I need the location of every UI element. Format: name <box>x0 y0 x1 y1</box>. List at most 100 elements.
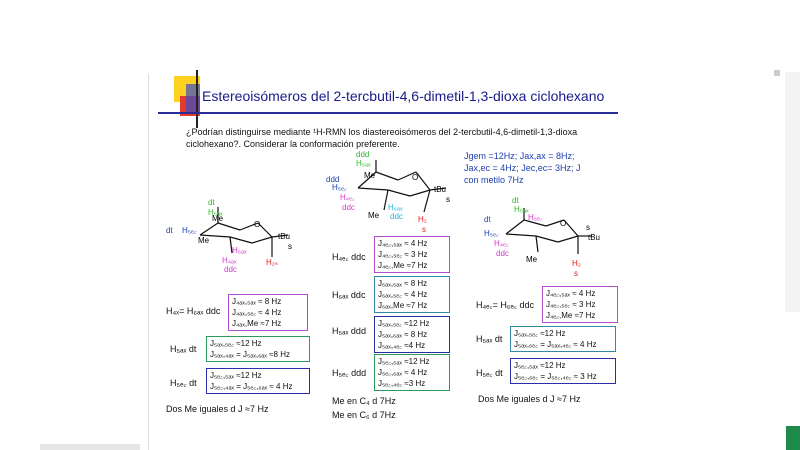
left-h5ax-label: H₅ₐₓ dt <box>170 344 197 354</box>
label-ddc-mid: ddc <box>342 203 355 212</box>
label-s-right-2: s <box>574 269 578 278</box>
scrollbar-track[interactable] <box>785 72 800 312</box>
molecule-left: dt H₅ₐₓ dt H₅ₑ꜀ Me Me O tBu s H₆ₐₓ H₄ₐₓ … <box>166 198 292 274</box>
mid-footer-2: Me en C₆ d 7Hz <box>332 410 396 420</box>
label-h5ec-right: H₅ₑ꜀ <box>484 229 499 238</box>
mid-box-h5ec-line1: J₅ₑ꜀,₅ₐₓ ≈12 Hz <box>378 357 430 366</box>
label-me-left-2: Me <box>198 236 210 245</box>
label-ddc-cyan-mid: ddc <box>390 212 403 221</box>
right-h5ec-label: H₅ₑ꜀ dt <box>476 368 503 378</box>
label-tbu-right: tBu <box>588 233 600 242</box>
label-h5ax-left: H₅ₐₓ <box>208 208 223 217</box>
label-h4ax-left: H₄ₐₓ <box>222 256 237 265</box>
mid-box-h6-line3: J₆ₐₓ,Me ≈7 Hz <box>378 301 428 310</box>
label-s-right-1: s <box>586 223 590 232</box>
label-ddc-left: ddc <box>224 265 237 274</box>
left-box-h4-line3: J₄ₐₓ,Me ≈7 Hz <box>232 319 282 328</box>
right-h4-label: H₄ₑ꜀= H₆ₑ꜀ ddc <box>476 300 534 310</box>
right-box-h5ax-line1: J₅ₐₓ,₅ₑ꜀ ≈12 Hz <box>514 329 566 338</box>
label-tbu-mid: tBu <box>434 185 446 194</box>
label-dt-right: dt <box>512 196 519 205</box>
right-box-h4-line3: J₄ₑ꜀,Me ≈7 Hz <box>546 311 596 320</box>
mid-h4-label: H₄ₑ꜀ ddc <box>332 252 366 262</box>
label-h5ax-mid: H₅ₐₓ <box>356 159 371 168</box>
label-s-mid-2: s <box>422 225 426 234</box>
bottom-tab[interactable] <box>40 444 140 450</box>
label-ddc-right: ddc <box>496 249 509 258</box>
mid-footer-1: Me en C₄ d 7Hz <box>332 396 396 406</box>
molecule-middle: ddd H₅ₐₓ ddd H₅ₑ꜀ Me H₄ₑ꜀ ddc Me H₆ₐₓ dd… <box>326 150 450 234</box>
label-dt-left: dt <box>208 198 215 207</box>
mid-box-h4: J₄ₑ꜀,₅ₐₓ ≈ 4 Hz J₄ₑ꜀,₅ₑ꜀ ≈ 3 Hz J₄ₑ꜀,Me … <box>374 236 450 273</box>
label-h5ax-right: H₅ₐₓ <box>514 205 529 214</box>
label-ddd-mid: ddd <box>326 175 339 184</box>
label-h4ec-mid: H₄ₑ꜀ <box>340 193 355 202</box>
mid-box-h5ax-line2: J₅ₐₓ,₆ₐₓ ≈ 8 Hz <box>378 330 428 339</box>
right-h5ax-label: H₅ₐₓ dt <box>476 334 503 344</box>
mid-box-h6-line1: J₆ₐₓ,₅ₐₓ ≈ 8 Hz <box>378 279 428 288</box>
label-h6ec-right: H₆ₑ꜀ <box>528 213 543 222</box>
title-underline <box>158 112 618 114</box>
mid-box-h5ec-line3: J₅ₑ꜀,₄ₑ꜀ ≈3 Hz <box>378 379 426 388</box>
right-box-h4: J₄ₑ꜀,₅ₐₓ ≈ 4 Hz J₄ₑ꜀,₅ₑ꜀ ≈ 3 Hz J₄ₑ꜀,Me … <box>542 286 618 323</box>
label-ddd-top-mid: ddd <box>356 150 369 159</box>
label-h5ec-left: H₅ₑ꜀ <box>182 226 197 235</box>
mid-box-h4-line2: J₄ₑ꜀,₅ₑ꜀ ≈ 3 Hz <box>378 250 428 259</box>
right-box-h4-line2: J₄ₑ꜀,₅ₑ꜀ ≈ 3 Hz <box>546 300 596 309</box>
mid-h6-label: H₆ₐₓ ddc <box>332 290 366 300</box>
mid-box-h5ax: J₅ₐₓ,₅ₑ꜀ ≈12 Hz J₅ₐₓ,₆ₐₓ ≈ 8 Hz J₅ₐₓ,₄ₑ꜀… <box>374 316 450 353</box>
label-tbu-left: tBu <box>278 232 290 241</box>
mid-box-h5ax-line3: J₅ₐₓ,₄ₑ꜀ ≈4 Hz <box>378 341 426 350</box>
molecule-right: dt H₅ₐₓ dt H₅ₑ꜀ H₆ₑ꜀ H₄ₑ꜀ ddc Me O s tBu… <box>484 196 600 278</box>
mid-box-h5ec-line2: J₅ₑ꜀,₆ₐₓ ≈ 4 Hz <box>378 368 428 377</box>
right-box-h5ec: J₅ₑ꜀,₅ₐₓ ≈12 Hz J₅ₑ꜀,₆ₑ꜀ = J₅ₑ꜀,₄ₑ꜀ ≈ 3 … <box>510 358 616 384</box>
side-green-tab[interactable] <box>786 426 800 450</box>
label-dt-blue-right: dt <box>484 215 491 224</box>
label-h2-right: H₂ <box>572 259 581 268</box>
slide-title: Estereoisómeros del 2-tercbutil-4,6-dime… <box>202 88 605 104</box>
left-box-h4-line2: J₄ₐₓ,₅ₑ꜀ ≈ 4 Hz <box>232 308 282 317</box>
mid-h5ec-label: H₅ₑ꜀ ddd <box>332 368 367 378</box>
question-text: ¿Podrían distinguirse mediante ¹H-RMN lo… <box>186 127 578 149</box>
left-h5ec-label: H₅ₑ꜀ dt <box>170 378 197 388</box>
label-s-left: s <box>288 242 292 251</box>
title-deco-line <box>196 70 198 128</box>
label-me-left-1: Me <box>212 214 224 223</box>
label-o-left: O <box>254 220 260 229</box>
label-me-mid-1: Me <box>364 171 376 180</box>
slide-corner-mark <box>774 70 780 76</box>
label-h2s-left: H₂ₛ <box>266 258 278 267</box>
coupling-constants-note: Jgem =12Hz; Jax,ax = 8Hz; Jax,ec = 4Hz; … <box>464 151 581 185</box>
mid-box-h4-line1: J₄ₑ꜀,₅ₐₓ ≈ 4 Hz <box>378 239 428 248</box>
right-box-h5ec-line2: J₅ₑ꜀,₆ₑ꜀ = J₅ₑ꜀,₄ₑ꜀ ≈ 3 Hz <box>514 372 597 381</box>
left-box-h4-line1: J₄ₐₓ,₅ₐₓ ≈ 8 Hz <box>232 297 282 306</box>
left-box-h5ec: J₅ₑ꜀,₅ₐₓ ≈12 Hz J₅ₑ꜀,₄ₐₓ = J₅ₑ꜀,₆ₐₓ ≈ 4 … <box>206 368 310 394</box>
label-h6ax-left: H₆ₐₓ <box>232 246 247 255</box>
left-box-h5ax-line2: J₅ₐₓ,₄ₐₓ = J₅ₐₓ,₆ₐₓ ≈8 Hz <box>210 350 290 359</box>
label-o-mid: O <box>412 173 418 182</box>
left-box-h5ec-line1: J₅ₑ꜀,₅ₐₓ ≈12 Hz <box>210 371 262 380</box>
mid-box-h4-line3: J₄ₑ꜀,Me ≈7 Hz <box>378 261 428 270</box>
label-h6ax-mid: H₆ₐₓ <box>388 203 403 212</box>
label-h4ec-right: H₄ₑ꜀ <box>494 239 509 248</box>
label-h2-mid: H₂ <box>418 215 427 224</box>
left-box-h5ax: J₅ₐₓ,₅ₑ꜀ ≈12 Hz J₅ₐₓ,₄ₐₓ = J₅ₐₓ,₆ₐₓ ≈8 H… <box>206 336 310 362</box>
right-footer: Dos Me iguales d J ≈7 Hz <box>478 394 581 404</box>
label-s-mid-1: s <box>446 195 450 204</box>
left-footer: Dos Me iguales d J ≈7 Hz <box>166 404 269 414</box>
left-box-h4: J₄ₐₓ,₅ₐₓ ≈ 8 Hz J₄ₐₓ,₅ₑ꜀ ≈ 4 Hz J₄ₐₓ,Me … <box>228 294 308 331</box>
right-box-h5ax-line2: J₅ₐₓ,₆ₑ꜀ = J₅ₐₓ,₄ₑ꜀ ≈ 4 Hz <box>514 340 597 349</box>
label-dt-blue-left: dt <box>166 226 173 235</box>
label-h5ec-mid: H₅ₑ꜀ <box>332 183 347 192</box>
label-o-right: O <box>560 219 566 228</box>
right-box-h5ec-line1: J₅ₑ꜀,₅ₐₓ ≈12 Hz <box>514 361 566 370</box>
mid-box-h5ec: J₅ₑ꜀,₅ₐₓ ≈12 Hz J₅ₑ꜀,₆ₐₓ ≈ 4 Hz J₅ₑ꜀,₄ₑ꜀… <box>374 354 450 391</box>
mid-box-h5ax-line1: J₅ₐₓ,₅ₑ꜀ ≈12 Hz <box>378 319 430 328</box>
label-me-right: Me <box>526 255 538 264</box>
mid-box-h6: J₆ₐₓ,₅ₐₓ ≈ 8 Hz J₆ₐₓ,₅ₑ꜀ ≈ 4 Hz J₆ₐₓ,Me … <box>374 276 450 313</box>
left-h4-label: H₄ₓ= H₆ₐₓ ddc <box>166 306 221 316</box>
left-box-h5ax-line1: J₅ₐₓ,₅ₑ꜀ ≈12 Hz <box>210 339 262 348</box>
right-box-h4-line1: J₄ₑ꜀,₅ₐₓ ≈ 4 Hz <box>546 289 596 298</box>
label-me-mid-2: Me <box>368 211 380 220</box>
right-box-h5ax: J₅ₐₓ,₅ₑ꜀ ≈12 Hz J₅ₐₓ,₆ₑ꜀ = J₅ₐₓ,₄ₑ꜀ ≈ 4 … <box>510 326 616 352</box>
